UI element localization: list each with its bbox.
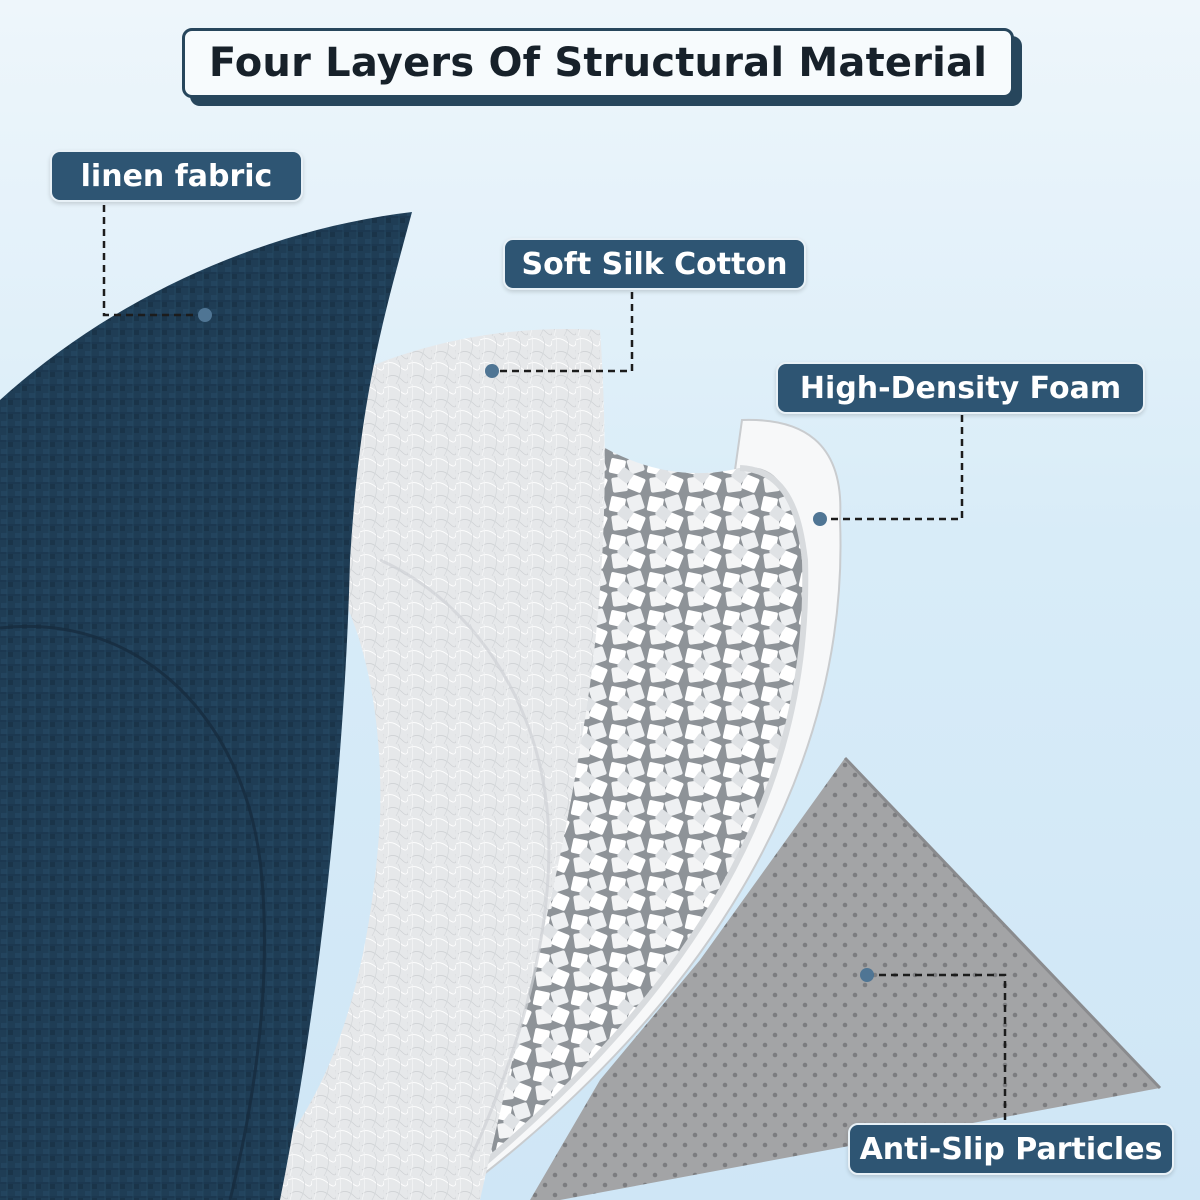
silk-marker-dot xyxy=(485,364,499,378)
page-title: Four Layers Of Structural Material xyxy=(208,40,988,86)
title-banner: Four Layers Of Structural Material xyxy=(182,28,1024,108)
linen-marker-dot xyxy=(198,308,212,322)
title-box: Four Layers Of Structural Material xyxy=(182,28,1014,98)
linen-leader-line xyxy=(102,205,205,317)
silk-cotton-layer xyxy=(212,328,605,1200)
foam-marker-dot xyxy=(813,512,827,526)
foam-leader-line xyxy=(820,415,964,521)
anti-slip-layer xyxy=(530,758,1160,1200)
anti-slip-particles-label: Anti-Slip Particles xyxy=(848,1123,1174,1175)
high-density-foam-label: High-Density Foam xyxy=(776,362,1145,414)
silk-leader-line xyxy=(492,292,634,373)
slip-leader-line xyxy=(867,973,1007,1122)
foam-layer xyxy=(360,444,806,1200)
slip-marker-dot xyxy=(860,968,874,982)
soft-silk-cotton-label: Soft Silk Cotton xyxy=(503,238,806,290)
linen-fabric-label: linen fabric xyxy=(50,150,303,202)
linen-fabric-layer xyxy=(0,212,412,1200)
